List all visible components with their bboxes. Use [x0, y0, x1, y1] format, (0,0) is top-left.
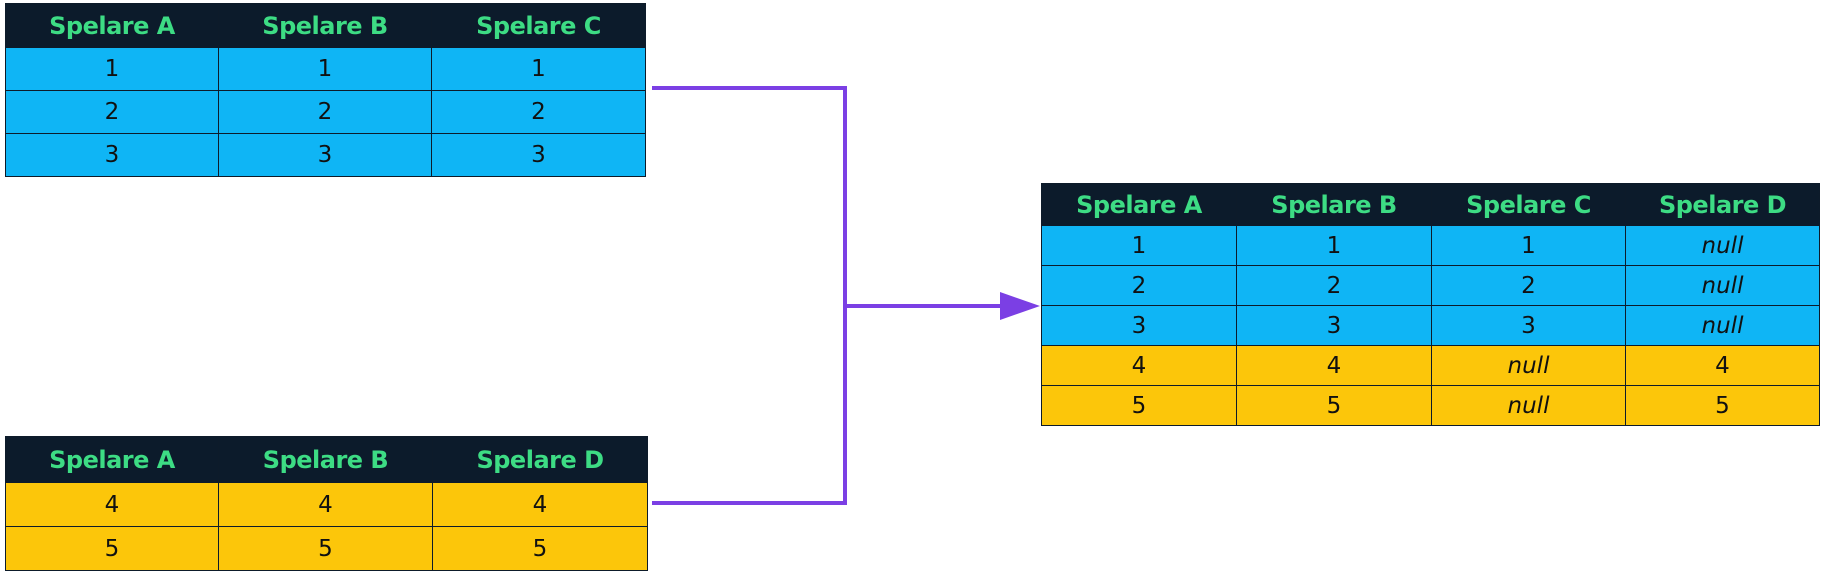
- table-row: 4 4 null 4: [1041, 345, 1820, 386]
- table-cell: 4: [1041, 345, 1237, 386]
- arrow-head-icon: [1000, 292, 1040, 320]
- table-row: 2 2 2: [5, 90, 646, 134]
- source-table-bottom: Spelare A Spelare B Spelare D 4 4 4 5 5 …: [5, 436, 648, 571]
- table-cell: 5: [1625, 385, 1820, 426]
- table-cell: 3: [1431, 305, 1626, 346]
- table-cell: 2: [218, 90, 432, 134]
- header-row: Spelare A Spelare B Spelare C: [5, 3, 646, 48]
- column-header: Spelare B: [218, 436, 433, 483]
- table-cell: 5: [5, 526, 219, 571]
- column-header: Spelare A: [5, 436, 219, 483]
- table-cell: 4: [1236, 345, 1432, 386]
- null-cell: null: [1431, 385, 1626, 426]
- connector-top-line: [652, 86, 847, 305]
- column-header: Spelare B: [1236, 183, 1432, 226]
- connector-bottom-line: [652, 305, 847, 505]
- table-cell: 1: [1431, 225, 1626, 266]
- table-cell: 2: [1236, 265, 1432, 306]
- table-cell: 2: [5, 90, 219, 134]
- table-cell: 2: [1431, 265, 1626, 306]
- result-table: Spelare A Spelare B Spelare C Spelare D …: [1041, 183, 1820, 426]
- column-header: Spelare B: [218, 3, 432, 48]
- table-row: 5 5 null 5: [1041, 385, 1820, 426]
- table-cell: 5: [1041, 385, 1237, 426]
- table-row: 3 3 3 null: [1041, 305, 1820, 346]
- table-row: 2 2 2 null: [1041, 265, 1820, 306]
- table-row: 1 1 1 null: [1041, 225, 1820, 266]
- table-cell: 4: [5, 482, 219, 527]
- column-header: Spelare D: [1625, 183, 1820, 226]
- header-row: Spelare A Spelare B Spelare D: [5, 436, 648, 483]
- table-row: 1 1 1: [5, 47, 646, 91]
- table-cell: 5: [432, 526, 648, 571]
- table-row: 3 3 3: [5, 133, 646, 177]
- table-cell: 1: [431, 47, 646, 91]
- table-cell: 2: [431, 90, 646, 134]
- table-cell: 3: [5, 133, 219, 177]
- column-header: Spelare A: [5, 3, 219, 48]
- table-cell: 1: [1236, 225, 1432, 266]
- table-cell: 5: [218, 526, 433, 571]
- table-cell: 1: [218, 47, 432, 91]
- table-cell: 4: [218, 482, 433, 527]
- column-header: Spelare C: [1431, 183, 1626, 226]
- table-cell: 1: [5, 47, 219, 91]
- table-cell: 1: [1041, 225, 1237, 266]
- header-row: Spelare A Spelare B Spelare C Spelare D: [1041, 183, 1820, 226]
- source-table-top: Spelare A Spelare B Spelare C 1 1 1 2 2 …: [5, 3, 646, 177]
- null-cell: null: [1625, 305, 1820, 346]
- null-cell: null: [1431, 345, 1626, 386]
- null-cell: null: [1625, 265, 1820, 306]
- table-row: 4 4 4: [5, 482, 648, 527]
- table-cell: 4: [1625, 345, 1820, 386]
- table-cell: 5: [1236, 385, 1432, 426]
- null-cell: null: [1625, 225, 1820, 266]
- table-cell: 2: [1041, 265, 1237, 306]
- table-cell: 3: [431, 133, 646, 177]
- table-cell: 4: [432, 482, 648, 527]
- column-header: Spelare A: [1041, 183, 1237, 226]
- table-cell: 3: [1041, 305, 1237, 346]
- table-cell: 3: [218, 133, 432, 177]
- table-row: 5 5 5: [5, 526, 648, 571]
- table-cell: 3: [1236, 305, 1432, 346]
- column-header: Spelare D: [432, 436, 648, 483]
